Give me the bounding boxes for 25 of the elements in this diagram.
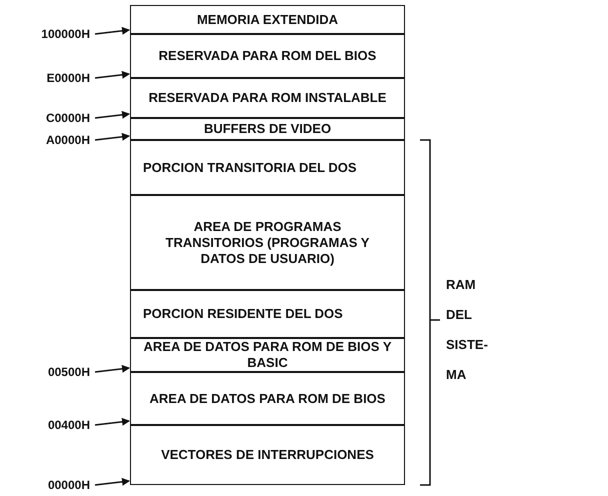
arrow — [94, 418, 130, 426]
arrow — [94, 478, 130, 486]
address-label: 100000H — [41, 27, 90, 41]
region-label: RAM DEL SISTE-MA — [446, 276, 489, 384]
memory-region-box: BUFFERS DE VIDEO — [130, 118, 405, 140]
arrow — [94, 70, 130, 79]
arrow — [94, 26, 130, 35]
memory-region-box: PORCION TRANSITORIA DEL DOS — [130, 140, 405, 195]
address-label: A0000H — [46, 133, 90, 147]
address-label: 00400H — [48, 418, 90, 432]
arrow — [94, 132, 130, 141]
memory-region-box: RESERVADA PARA ROM DEL BIOS — [130, 34, 405, 78]
arrow — [94, 364, 130, 373]
memory-region-box: MEMORIA EXTENDIDA — [130, 5, 405, 34]
memory-region-box: VECTORES DE INTERRUPCIONES — [130, 425, 405, 485]
memory-region-box: PORCION RESIDENTE DEL DOS — [130, 290, 405, 338]
address-label: E0000H — [46, 71, 90, 85]
arrow — [94, 110, 130, 119]
memory-region-box: AREA DE DATOS PARA ROM DE BIOS Y BASIC — [130, 338, 405, 372]
memory-region-box: RESERVADA PARA ROM INSTALABLE — [130, 78, 405, 118]
address-label: C0000H — [46, 111, 90, 125]
address-label: 00500H — [48, 365, 90, 379]
memory-region-box: AREA DE DATOS PARA ROM DE BIOS — [130, 372, 405, 425]
address-label: 00000H — [48, 478, 90, 492]
memory-region-box: AREA DE PROGRAMAS TRANSITORIOS (PROGRAMAS Y DATOS DE USUARIO) — [130, 195, 405, 290]
